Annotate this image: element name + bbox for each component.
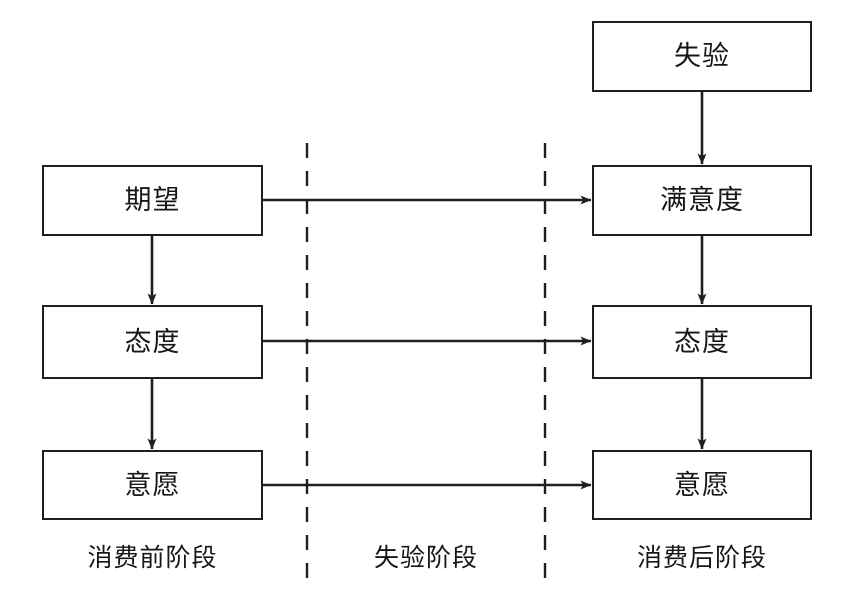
node-attitude-pre[interactable]: 态度 xyxy=(42,305,263,379)
node-intention-post[interactable]: 意愿 xyxy=(592,450,812,520)
node-disconfirmation-label: 失验 xyxy=(674,41,730,71)
node-expectation[interactable]: 期望 xyxy=(42,165,263,236)
node-intention-pre[interactable]: 意愿 xyxy=(42,450,263,520)
node-intention-pre-label: 意愿 xyxy=(124,469,181,500)
node-attitude-post[interactable]: 态度 xyxy=(592,305,812,379)
stage-label-disconfirmation-stage: 失验阶段 xyxy=(373,545,478,572)
node-attitude-pre-label: 态度 xyxy=(124,326,181,357)
node-satisfaction[interactable]: 满意度 xyxy=(592,165,812,236)
stage-label-post-consumption: 消费后阶段 xyxy=(636,545,767,572)
node-intention-post-label: 意愿 xyxy=(674,469,730,500)
node-disconfirmation[interactable]: 失验 xyxy=(592,21,812,92)
node-expectation-label: 期望 xyxy=(124,185,181,215)
node-attitude-post-label: 态度 xyxy=(674,326,730,357)
node-satisfaction-label: 满意度 xyxy=(660,185,744,215)
stage-label-pre-consumption: 消费前阶段 xyxy=(87,545,218,572)
